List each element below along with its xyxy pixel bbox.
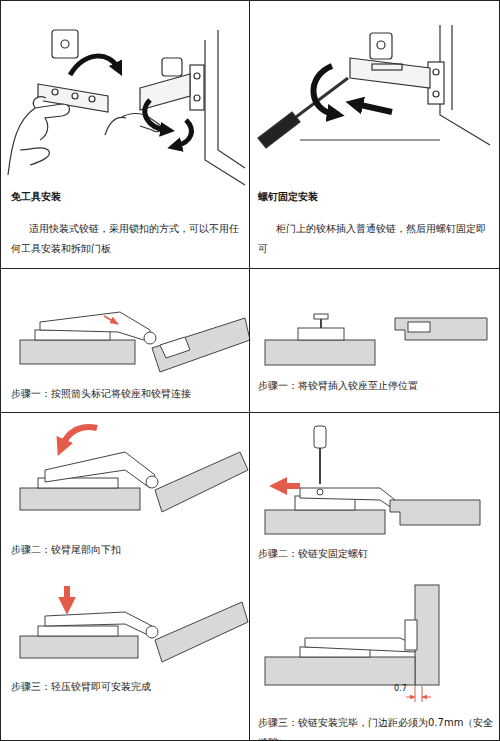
cabinet-panel	[20, 488, 140, 510]
table-cell: 步骤一：将铰臂插入铰座至止停位置	[249, 268, 500, 413]
cell-text: 步骤三：轻压铰臂即可安装完成	[11, 680, 247, 694]
cell-heading: 螺钉固定安装	[258, 190, 490, 204]
door-panel	[152, 318, 250, 372]
cabinet-panel	[265, 510, 385, 534]
hinge-cup	[160, 337, 190, 358]
cell-text: 步骤一：按照箭头标记将铰座和铰臂连接	[11, 387, 247, 401]
hinge-knuckle	[144, 332, 156, 344]
hinge-base	[38, 626, 118, 636]
dimension-arrow	[422, 697, 431, 698]
hinge-cup	[162, 58, 182, 76]
cabinet-panel	[20, 636, 138, 658]
table-cell: 免工具安装适用快装式铰链，采用锁扣的方式，可以不用任何工具安装和拆卸门板	[0, 0, 250, 269]
cell-text: 步骤三：铰链安装完毕，门边距必须为0.7mm（安全缝隙）	[258, 713, 494, 741]
hinge-base	[298, 328, 344, 340]
screwdriver-handle	[314, 426, 326, 448]
screw-head	[314, 314, 328, 319]
screwdriver-shaft	[319, 448, 321, 484]
cell-text: 适用快装式铰链，采用锁扣的方式，可以不用任何工具安装和拆卸门板	[11, 219, 239, 259]
press-arrow	[64, 586, 70, 604]
cabinet-wall	[205, 30, 245, 185]
mark-arrow	[104, 316, 118, 324]
door-panel	[155, 602, 248, 662]
hinge-hole	[433, 91, 439, 97]
screw	[317, 489, 323, 495]
dimension-line	[415, 686, 416, 702]
hinge-hole	[433, 69, 439, 75]
screwdriver-handle	[258, 112, 300, 148]
hinge-hole	[52, 89, 58, 95]
cell-text: 步骤二：铰链安固定螺钉	[258, 547, 494, 561]
hinge-hole	[194, 73, 200, 79]
table-cell: 步骤一：按照箭头标记将铰座和铰臂连接	[0, 268, 250, 413]
hinge-hole	[377, 41, 385, 49]
rotate-arrow	[313, 66, 334, 114]
cabinet-panel	[265, 340, 375, 365]
hinge-knuckle	[146, 476, 158, 488]
hinge-knuckle	[146, 626, 158, 638]
cell-text: 步骤一：将铰臂插入铰座至止停位置	[258, 379, 494, 393]
hinge-hole	[61, 40, 69, 48]
push-arrow	[280, 483, 300, 489]
cabinet-panel	[20, 340, 135, 364]
dimension-label: 0.7	[394, 684, 407, 693]
step-one-right-illustration	[265, 314, 487, 365]
hand	[20, 148, 49, 165]
table-cell: 步骤二：铰链安固定螺钉步骤三：铰链安装完毕，门边距必须为0.7mm（安全缝隙）	[249, 412, 500, 741]
rotate-arrow	[70, 56, 118, 75]
hinge-hole	[89, 96, 95, 102]
hinge-cup	[52, 30, 78, 58]
hinge-cup	[370, 33, 392, 59]
hinge-arm	[300, 488, 395, 510]
door-panel	[390, 500, 480, 525]
hinge-hole	[194, 95, 200, 101]
hinge-arm	[350, 58, 430, 88]
hinge-cup	[408, 322, 430, 332]
hinge-cup	[405, 620, 417, 650]
hinge-arm	[305, 638, 415, 652]
screw-fix-illustration	[258, 25, 490, 148]
cabinet-panel	[265, 657, 415, 685]
cell-text: 柜门上的铰杯插入普通铰链，然后用螺钉固定即可	[258, 219, 490, 259]
cell-heading: 免工具安装	[11, 190, 241, 204]
door-panel	[155, 452, 248, 512]
step-one-left-illustration	[20, 312, 250, 372]
rotate-arrow	[176, 120, 191, 146]
hinge-arm	[40, 312, 150, 342]
dimension-line	[422, 686, 423, 702]
table-cell: 步骤二：铰臂尾部向下扣步骤三：轻压铰臂即可安装完成	[0, 412, 250, 741]
hinge-slot	[372, 64, 402, 70]
hinge-arm	[45, 612, 152, 636]
mounting-plate	[190, 65, 204, 110]
door-panel	[395, 318, 487, 340]
cell-text: 步骤二：铰臂尾部向下扣	[11, 543, 247, 557]
hinge-hole	[72, 93, 78, 99]
push-arrow	[356, 104, 392, 112]
table-cell: 螺钉固定安装柜门上的铰杯插入普通铰链，然后用螺钉固定即可	[249, 0, 500, 269]
tool-free-illustration	[8, 30, 245, 185]
rotate-arrow	[145, 100, 166, 130]
hand	[8, 97, 70, 175]
door-panel	[415, 585, 439, 685]
press-arrow	[62, 427, 97, 446]
steps-right-illustration	[265, 426, 480, 702]
cabinet-wall	[300, 25, 490, 145]
dimension-arrow	[406, 697, 415, 698]
hinge-arm	[45, 452, 155, 488]
